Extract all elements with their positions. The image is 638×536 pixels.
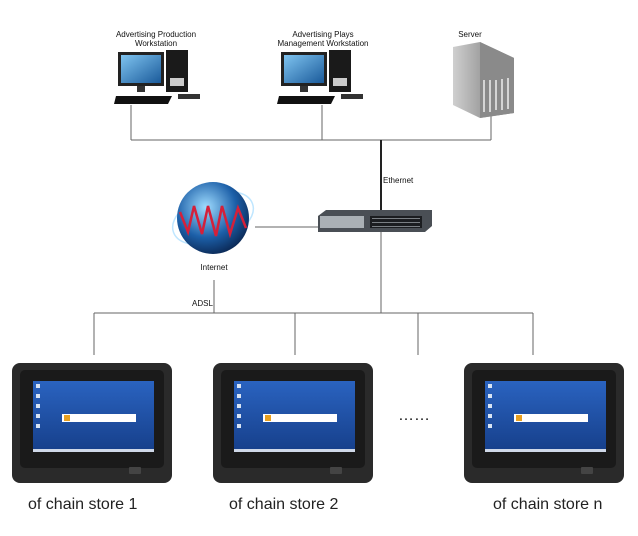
internet-globe-icon bbox=[171, 182, 255, 254]
adsl-label: ADSL bbox=[192, 299, 213, 308]
ellipsis: …… bbox=[398, 407, 430, 424]
store-label-n: of chain store n bbox=[493, 496, 603, 513]
store-label-1: of chain store 1 bbox=[28, 496, 138, 513]
ethernet-label: Ethernet bbox=[383, 176, 414, 185]
management-workstation-label: Advertising Plays Management Workstation bbox=[268, 30, 378, 48]
store-terminal-panel-icon bbox=[12, 363, 172, 483]
production-workstation-text: Advertising Production Workstation bbox=[115, 30, 197, 48]
production-workstation-icon bbox=[114, 50, 200, 104]
management-workstation-text: Advertising Plays Management Workstation bbox=[277, 30, 369, 48]
production-workstation-label: Advertising Production Workstation bbox=[106, 30, 206, 48]
server-label: Server bbox=[458, 30, 482, 39]
connection-lines bbox=[93, 105, 534, 355]
network-switch-icon bbox=[318, 210, 432, 232]
store-terminal-panel-icon bbox=[213, 363, 373, 483]
management-workstation-icon bbox=[277, 50, 363, 104]
store-label-2: of chain store 2 bbox=[229, 496, 339, 513]
store-terminal-panel-icon bbox=[464, 363, 624, 483]
internet-label: Internet bbox=[200, 263, 228, 272]
server-icon bbox=[453, 42, 514, 118]
